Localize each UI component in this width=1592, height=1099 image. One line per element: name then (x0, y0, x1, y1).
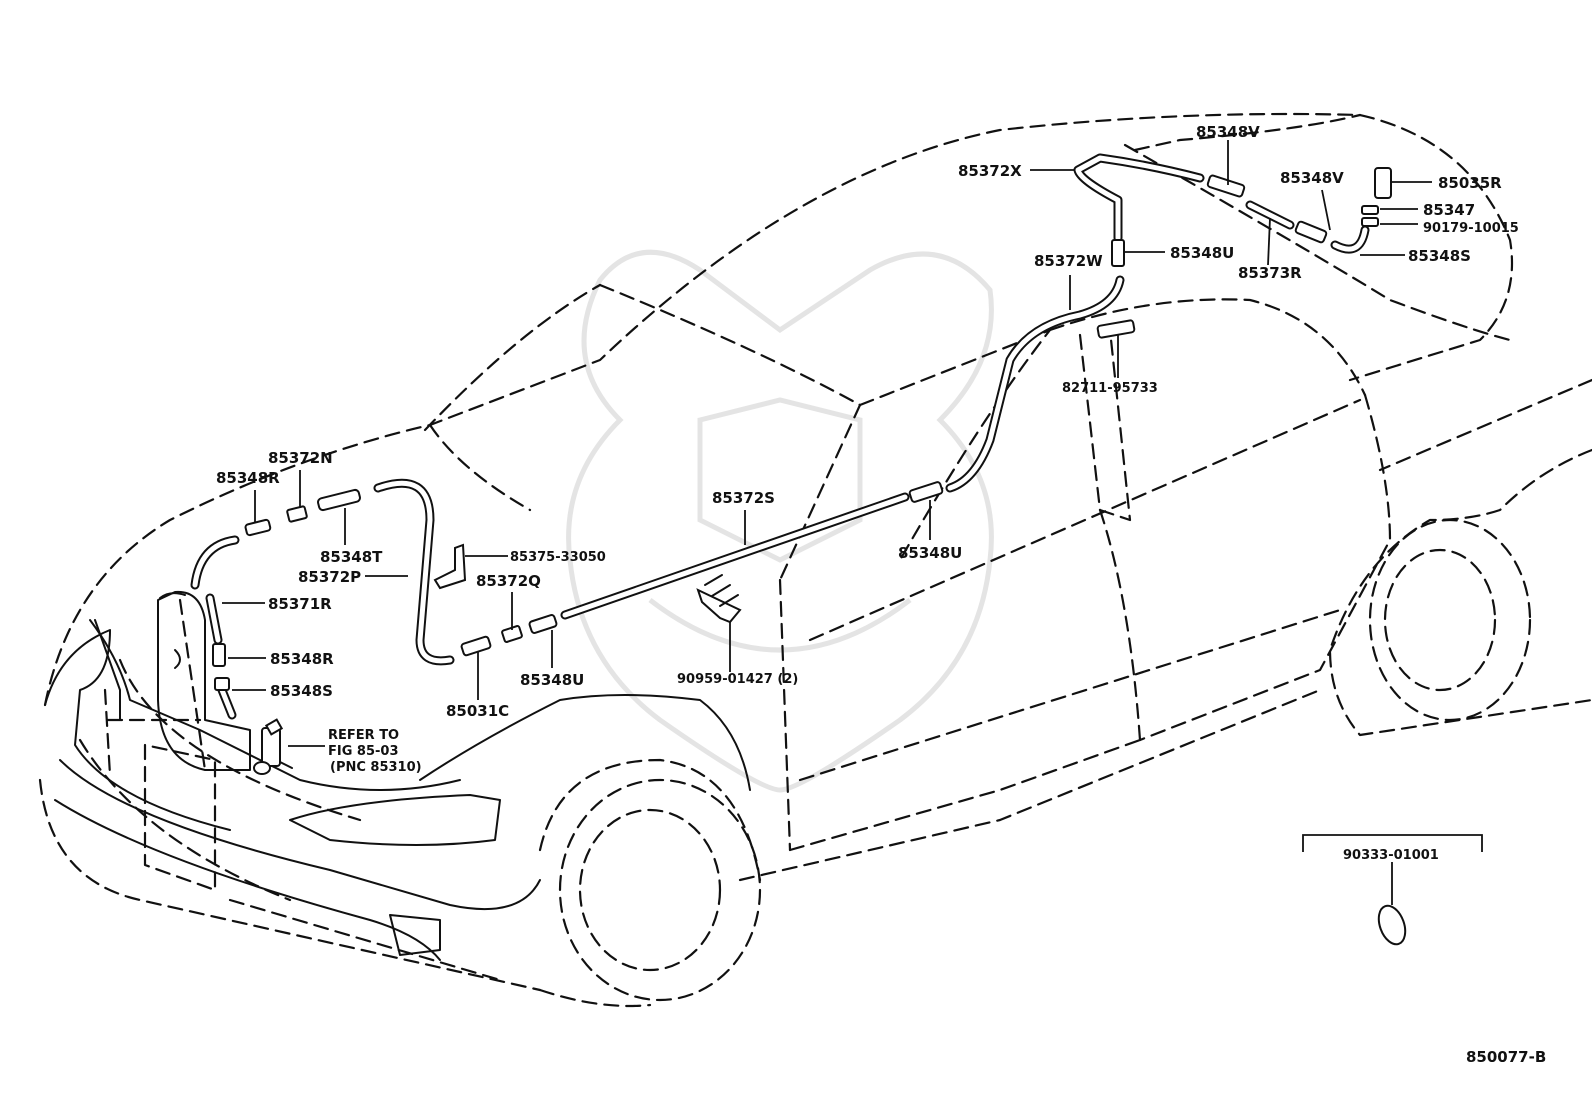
car-front-solid (44, 619, 751, 961)
label-85348S-right: 85348S (1408, 247, 1471, 265)
label-90959-01427: 90959-01427 (2) (677, 672, 798, 687)
label-85348T: 85348T (320, 548, 383, 566)
part-labels: 85348V 85372X 85348V 85035R 85347 90179-… (216, 123, 1546, 1066)
label-85348U-low: 85348U (520, 671, 584, 689)
label-85348V-top: 85348V (1196, 123, 1260, 141)
label-85372S: 85372S (712, 489, 775, 507)
refer-note-line1: REFER TO (328, 728, 399, 743)
leader-lines (222, 140, 1432, 905)
label-85373R: 85373R (1238, 264, 1302, 282)
clip-85375-icon (433, 543, 467, 590)
label-85372Q: 85372Q (476, 572, 541, 590)
plug-90333-icon (1302, 834, 1483, 946)
label-85348S-low: 85348S (270, 682, 333, 700)
label-85348R-top: 85348R (216, 469, 280, 487)
label-85372N: 85372N (268, 449, 333, 467)
washer-tank (157, 590, 251, 771)
label-85372P: 85372P (298, 568, 361, 586)
label-85375-33050: 85375-33050 (510, 550, 606, 565)
label-85372X: 85372X (958, 162, 1022, 180)
hose-connectors (212, 167, 1392, 691)
label-85035R: 85035R (1438, 174, 1502, 192)
label-85372W: 85372W (1034, 252, 1103, 270)
refer-note-line3: (PNC 85310) (330, 760, 422, 775)
refer-note-line2: FIG 85-03 (328, 744, 399, 759)
diagram-code: 850077-B (1466, 1048, 1546, 1066)
label-85347: 85347 (1423, 201, 1475, 219)
label-85031C: 85031C (446, 702, 509, 720)
watermark-emblem (566, 249, 994, 793)
label-85348V-mid: 85348V (1280, 169, 1344, 187)
label-90333-01001: 90333-01001 (1343, 848, 1439, 863)
label-85371R: 85371R (268, 595, 332, 613)
label-85348U-top: 85348U (1170, 244, 1234, 262)
washer-pump-icon (253, 718, 293, 775)
car-outline (38, 112, 1592, 1008)
label-90179-10015: 90179-10015 (1423, 221, 1519, 236)
washer-hoses (190, 153, 1370, 720)
label-85348R-low: 85348R (270, 650, 334, 668)
clamp-90959-icon (696, 574, 742, 624)
label-85348U-mid: 85348U (898, 544, 962, 562)
label-82711-95733: 82711-95733 (1062, 381, 1158, 396)
